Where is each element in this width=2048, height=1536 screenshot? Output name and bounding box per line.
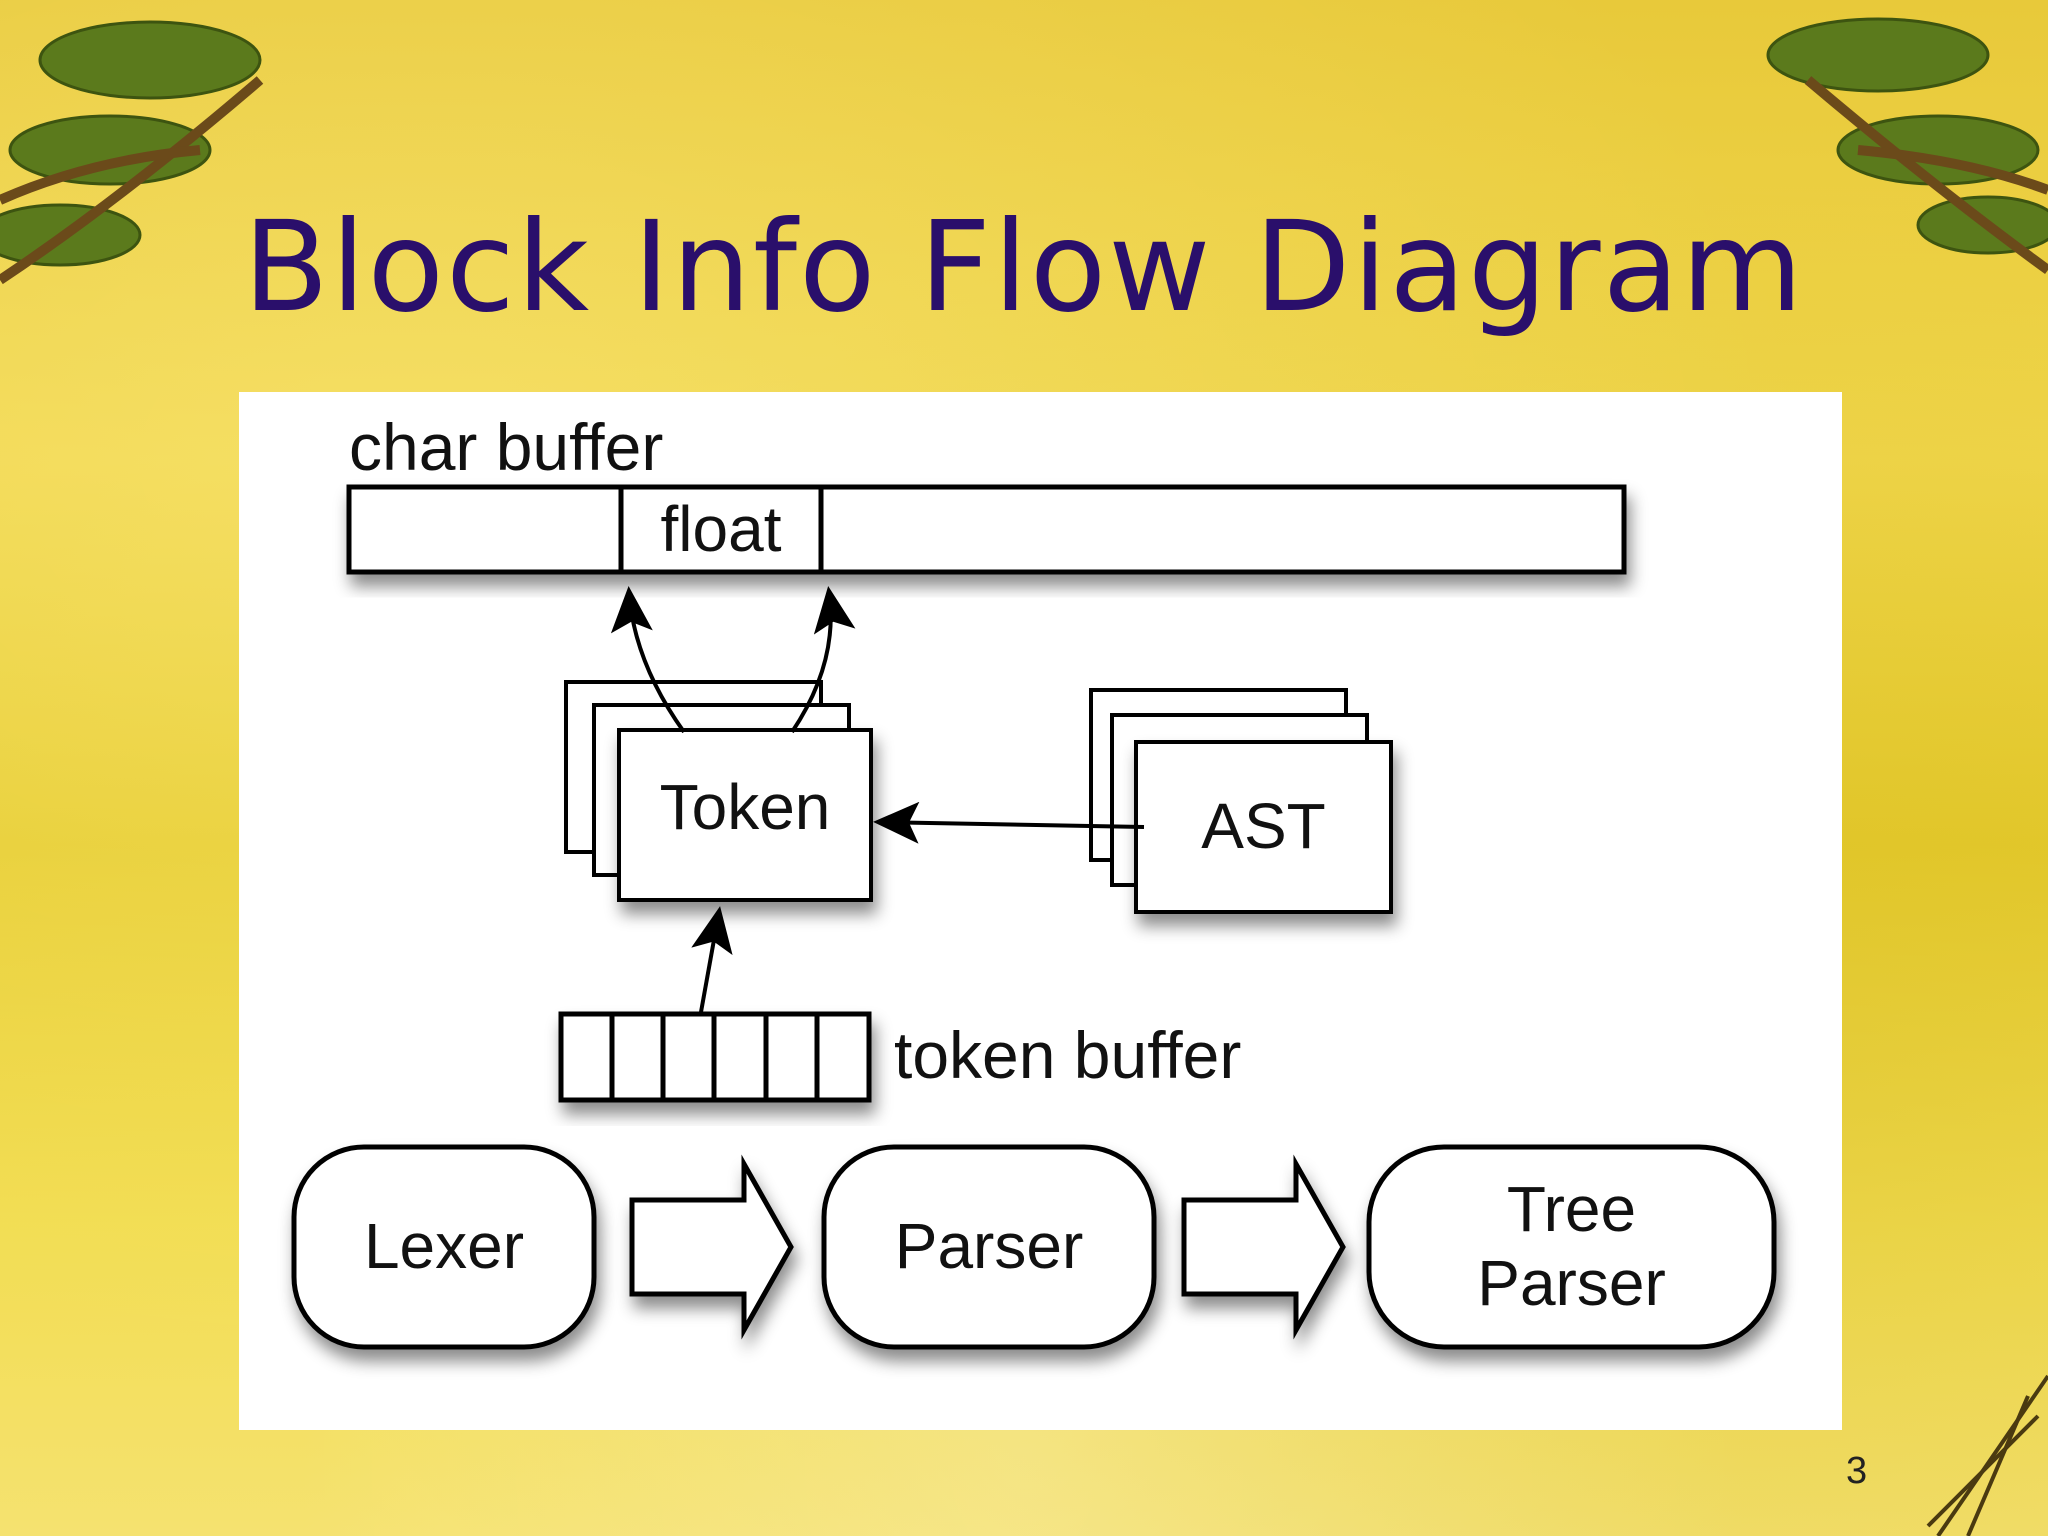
token-buffer-dividers [609, 1014, 820, 1100]
token-to-char-buffer-arrow-right [790, 586, 856, 734]
parser-box [821, 1144, 1157, 1350]
ast-label: AST [1201, 790, 1326, 863]
ast-card-front [1134, 740, 1393, 914]
pine-branch-left-decoration [0, 20, 264, 285]
lexer-label: Lexer [363, 1210, 525, 1283]
float-label: float [660, 492, 782, 565]
page-number: 3 [1846, 1450, 1868, 1492]
tree-parser-line1: Tree [1506, 1173, 1637, 1246]
token-buffer-to-token-arrow [691, 906, 733, 1013]
parser-to-tree-parser-arrow [1181, 1154, 1346, 1340]
token-to-char-buffer-arrow-left [610, 586, 686, 734]
pine-branch-right-decoration [1766, 17, 2048, 275]
char-buffer-box [346, 484, 1627, 575]
slide-title: Block Info Flow Diagram [243, 195, 1805, 340]
token-buffer-label: token buffer [894, 1018, 1242, 1092]
tree-parser-box [1366, 1144, 1777, 1350]
float-cell [618, 484, 824, 575]
char-buffer-label: char buffer [349, 410, 664, 484]
brush-stroke-decoration [1926, 1374, 2048, 1536]
token-card-front [617, 728, 873, 902]
tree-parser-label: Tree Parser [1369, 1147, 1774, 1347]
lexer-box [291, 1144, 597, 1350]
parser-label: Parser [894, 1210, 1084, 1283]
lexer-to-parser-arrow [629, 1154, 794, 1340]
ast-to-token-arrow [873, 801, 1145, 844]
diagram-panel: char buffer float Token AST token buffer… [239, 392, 1842, 1430]
flow-diagram [291, 484, 1777, 1350]
tree-parser-line2: Parser [1477, 1247, 1666, 1319]
token-label: Token [659, 770, 831, 843]
